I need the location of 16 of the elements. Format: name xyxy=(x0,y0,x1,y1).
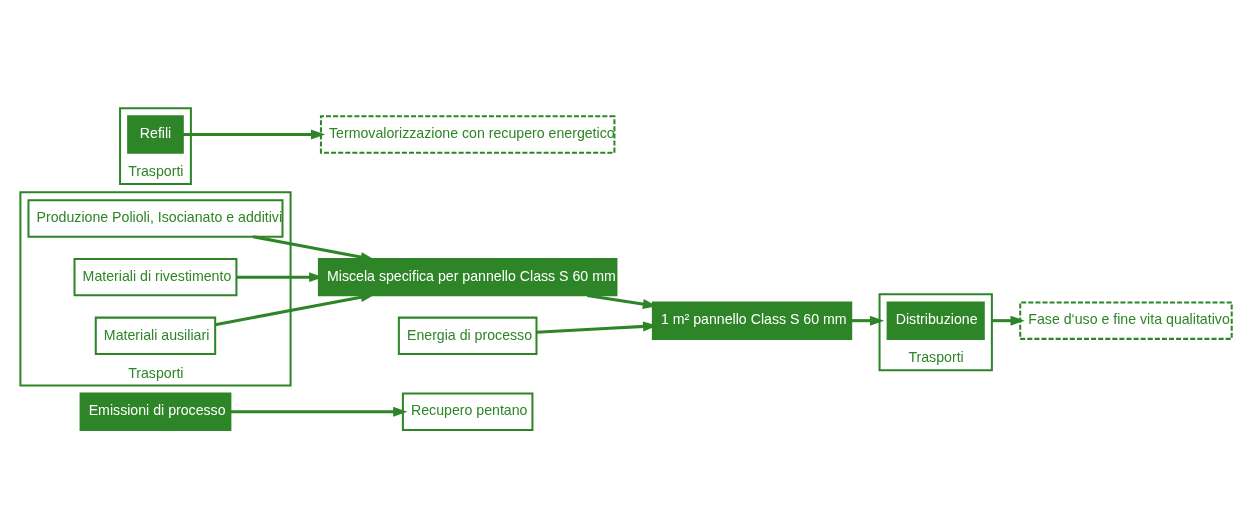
arrow xyxy=(991,315,1025,326)
node-box: Miscela specifica per pannello Class S 60 mm xyxy=(317,257,618,296)
node-box: Produzione Polioli, Isocianato e additivi xyxy=(27,198,284,238)
arrow xyxy=(851,315,885,326)
arrow xyxy=(230,406,408,417)
node-box: Termovalorizzazione con recupero energetico xyxy=(319,114,616,154)
node-box: Fase d‘uso e fine vita qualitativo xyxy=(1019,300,1233,340)
node-box: Emissioni di processo xyxy=(79,392,232,431)
node-box: Distribuzione xyxy=(886,300,985,340)
arrow xyxy=(182,128,326,139)
node-box: Recupero pentano xyxy=(401,392,534,431)
node-box: Refili xyxy=(127,114,184,154)
node-box: Materiali di rivestimento xyxy=(73,257,238,296)
node-box: Materiali ausiliari xyxy=(94,316,217,355)
node-box: 1 m² pannello Class S 60 mm xyxy=(651,300,853,340)
node-box: Energia di processo xyxy=(397,316,538,355)
